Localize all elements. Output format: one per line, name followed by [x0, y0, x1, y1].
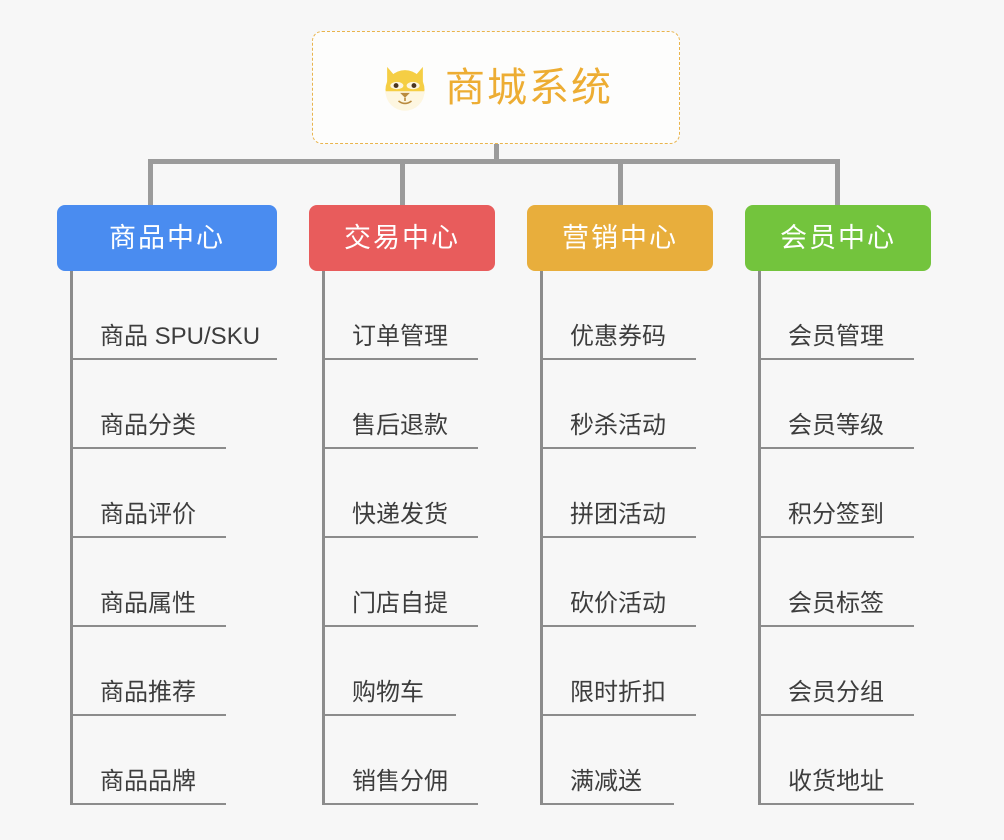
leaf-label: 收货地址	[788, 768, 884, 795]
connector-root-trunk	[494, 144, 499, 163]
category-column-marketing: 营销中心 优惠券码 秒杀活动 拼团活动 砍价活动 限时折扣 满减送	[527, 205, 747, 805]
category-title: 会员中心	[780, 222, 896, 253]
leaf-label: 拼团活动	[570, 501, 666, 528]
leaf-label: 商品品牌	[100, 768, 196, 795]
leaf-item[interactable]: 砍价活动	[540, 538, 696, 627]
leaf-item[interactable]: 商品属性	[70, 538, 226, 627]
leaf-label: 会员标签	[788, 590, 884, 617]
leaf-item[interactable]: 收货地址	[758, 716, 914, 805]
connector-drop-4	[835, 159, 840, 206]
leaf-list: 优惠券码 秒杀活动 拼团活动 砍价活动 限时折扣 满减送	[540, 271, 747, 805]
leaf-list: 会员管理 会员等级 积分签到 会员标签 会员分组 收货地址	[758, 271, 965, 805]
leaf-item[interactable]: 售后退款	[322, 360, 478, 449]
column-spine	[758, 271, 761, 805]
leaf-item[interactable]: 商品分类	[70, 360, 226, 449]
leaf-label: 会员管理	[788, 323, 884, 350]
leaf-label: 商品分类	[100, 412, 196, 439]
leaf-label: 会员分组	[788, 679, 884, 706]
root-node-mall-system[interactable]: 商城系统	[312, 31, 680, 144]
category-header-marketing[interactable]: 营销中心	[527, 205, 713, 271]
leaf-item[interactable]: 秒杀活动	[540, 360, 696, 449]
column-spine	[322, 271, 325, 805]
leaf-label: 订单管理	[352, 323, 448, 350]
category-column-trade: 交易中心 订单管理 售后退款 快递发货 门店自提 购物车 销售分佣	[309, 205, 529, 805]
category-header-product[interactable]: 商品中心	[57, 205, 277, 271]
leaf-list: 订单管理 售后退款 快递发货 门店自提 购物车 销售分佣	[322, 271, 529, 805]
connector-drop-1	[148, 159, 153, 206]
leaf-label: 优惠券码	[570, 323, 666, 350]
leaf-item[interactable]: 商品推荐	[70, 627, 226, 716]
category-header-trade[interactable]: 交易中心	[309, 205, 495, 271]
leaf-label: 商品推荐	[100, 679, 196, 706]
leaf-item[interactable]: 会员管理	[758, 271, 914, 360]
leaf-label: 销售分佣	[352, 768, 448, 795]
connector-drop-2	[400, 159, 405, 206]
connector-horizontal-bus	[148, 159, 840, 164]
leaf-label: 快递发货	[352, 501, 448, 528]
connector-drop-3	[618, 159, 623, 206]
category-title: 商品中心	[109, 222, 225, 253]
leaf-label: 商品 SPU/SKU	[100, 323, 261, 350]
leaf-item[interactable]: 商品 SPU/SKU	[70, 271, 277, 360]
leaf-label: 秒杀活动	[570, 412, 666, 439]
root-title: 商城系统	[445, 65, 613, 110]
leaf-item[interactable]: 购物车	[322, 627, 456, 716]
leaf-label: 积分签到	[788, 501, 884, 528]
leaf-item[interactable]: 会员标签	[758, 538, 914, 627]
category-title: 营销中心	[562, 222, 678, 253]
leaf-label: 购物车	[352, 679, 424, 706]
leaf-item[interactable]: 销售分佣	[322, 716, 478, 805]
leaf-item[interactable]: 订单管理	[322, 271, 478, 360]
leaf-item[interactable]: 商品品牌	[70, 716, 226, 805]
leaf-label: 商品属性	[100, 590, 196, 617]
column-spine	[70, 271, 73, 805]
leaf-label: 限时折扣	[570, 679, 666, 706]
leaf-label: 商品评价	[100, 501, 196, 528]
category-header-member[interactable]: 会员中心	[745, 205, 931, 271]
category-column-product: 商品中心 商品 SPU/SKU 商品分类 商品评价 商品属性 商品推荐 商品品牌	[57, 205, 277, 805]
leaf-label: 砍价活动	[570, 590, 666, 617]
leaf-item[interactable]: 快递发货	[322, 449, 478, 538]
leaf-list: 商品 SPU/SKU 商品分类 商品评价 商品属性 商品推荐 商品品牌	[70, 271, 277, 805]
leaf-label: 会员等级	[788, 412, 884, 439]
column-spine	[540, 271, 543, 805]
category-title: 交易中心	[344, 222, 460, 253]
leaf-item[interactable]: 积分签到	[758, 449, 914, 538]
leaf-item[interactable]: 会员等级	[758, 360, 914, 449]
leaf-item[interactable]: 会员分组	[758, 627, 914, 716]
leaf-label: 门店自提	[352, 590, 448, 617]
leaf-item[interactable]: 满减送	[540, 716, 674, 805]
leaf-item[interactable]: 商品评价	[70, 449, 226, 538]
leaf-label: 满减送	[570, 768, 642, 795]
leaf-item[interactable]: 拼团活动	[540, 449, 696, 538]
leaf-label: 售后退款	[352, 412, 448, 439]
leaf-item[interactable]: 门店自提	[322, 538, 478, 627]
category-column-member: 会员中心 会员管理 会员等级 积分签到 会员标签 会员分组 收货地址	[745, 205, 965, 805]
leaf-item[interactable]: 限时折扣	[540, 627, 696, 716]
shiba-dog-face-icon	[385, 66, 425, 111]
leaf-item[interactable]: 优惠券码	[540, 271, 696, 360]
